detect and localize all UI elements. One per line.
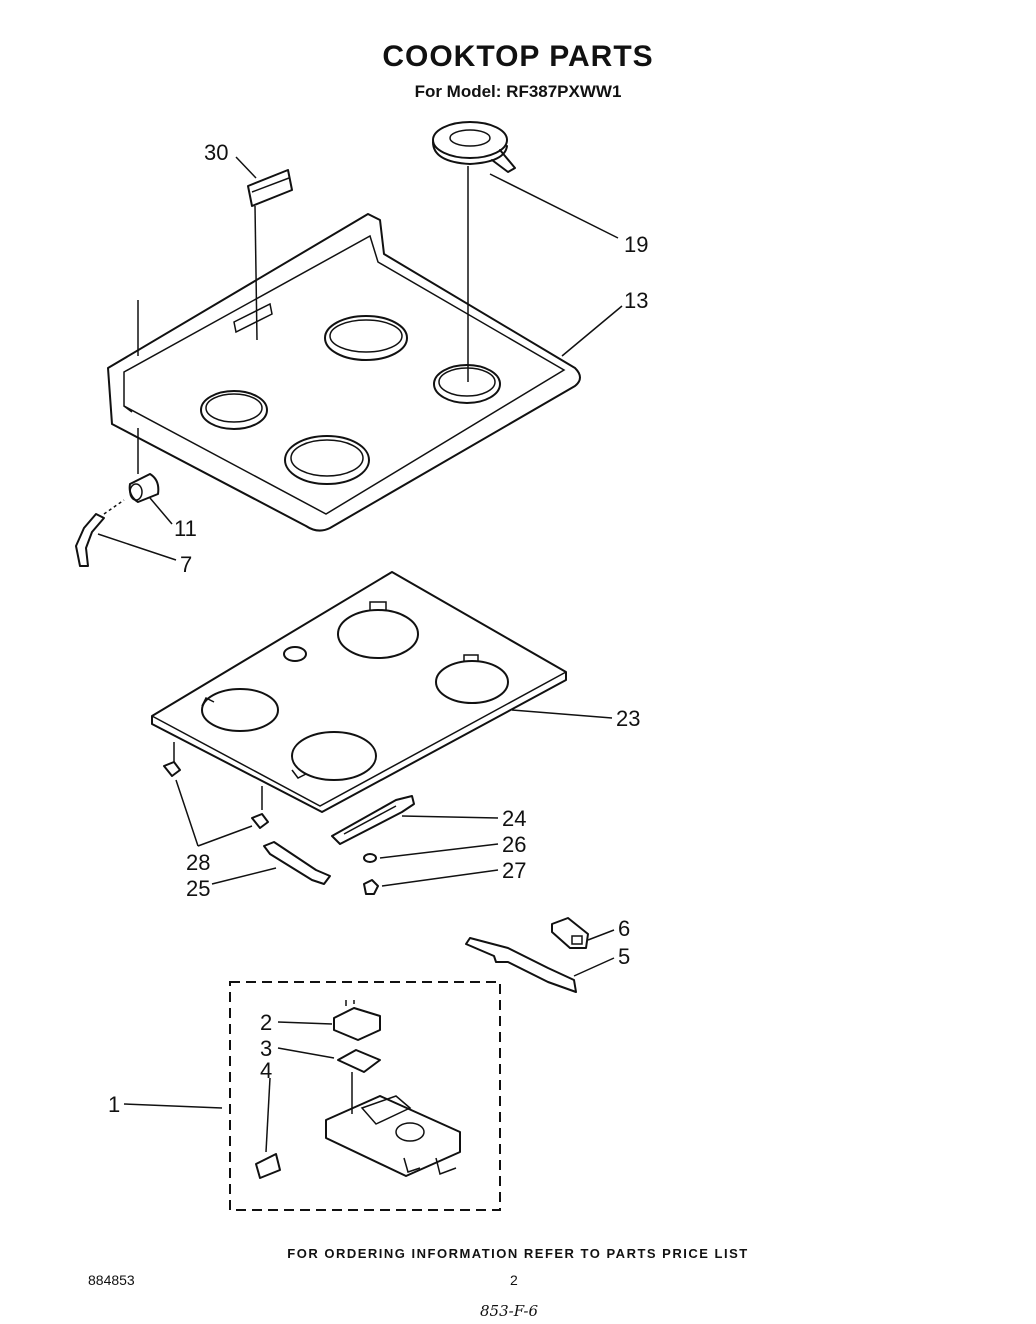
switch-assembly-box-1: [229, 981, 501, 1211]
lead-wire-7: [75, 499, 125, 567]
page-title: COOKTOP PARTS: [382, 40, 654, 73]
callout-27: 27: [502, 858, 526, 883]
callout-5: 5: [618, 944, 630, 969]
bracket-24: [331, 795, 415, 845]
callout-19: 19: [624, 232, 648, 257]
callout-7: 7: [180, 552, 192, 577]
clip-6: [551, 917, 589, 949]
handwritten-code: 853-F-6: [480, 1302, 539, 1320]
switch-body: [325, 1095, 461, 1177]
callout-6: 6: [618, 916, 630, 941]
support-plate-23: [151, 571, 567, 813]
clip-28-b: [251, 813, 269, 829]
callout-26: 26: [502, 832, 526, 857]
trim-piece-30: [247, 169, 293, 341]
callout-30: 30: [204, 140, 228, 165]
bracket-5: [465, 937, 577, 993]
bracket-25: [263, 841, 331, 885]
callout-4: 4: [260, 1058, 272, 1083]
clip-28-a: [163, 761, 181, 777]
ordering-note: FOR ORDERING INFORMATION REFER TO PARTS …: [287, 1246, 749, 1261]
callout-24: 24: [502, 806, 526, 831]
callout-11: 11: [174, 516, 197, 541]
nut-27: [363, 879, 379, 895]
bracket-4: [255, 1153, 281, 1179]
callout-23: 23: [616, 706, 640, 731]
callout-3: 3: [260, 1036, 272, 1061]
terminal-block-11: [128, 473, 160, 503]
callout-13: 13: [624, 288, 648, 313]
plate-3: [337, 1049, 381, 1114]
leader-lines: [97, 156, 623, 1153]
document-number: 884853: [88, 1272, 135, 1288]
callout-28: 28: [186, 850, 210, 875]
page-number: 2: [510, 1272, 518, 1288]
surface-element-19: [432, 121, 516, 382]
cooktop-13: [107, 213, 581, 532]
callout-25: 25: [186, 876, 210, 901]
callout-2: 2: [260, 1010, 272, 1035]
spacer-26: [363, 853, 377, 863]
callout-1: 1: [108, 1092, 120, 1117]
model-subtitle: For Model: RF387PXWW1: [414, 82, 622, 101]
switch-2: [333, 1000, 381, 1041]
